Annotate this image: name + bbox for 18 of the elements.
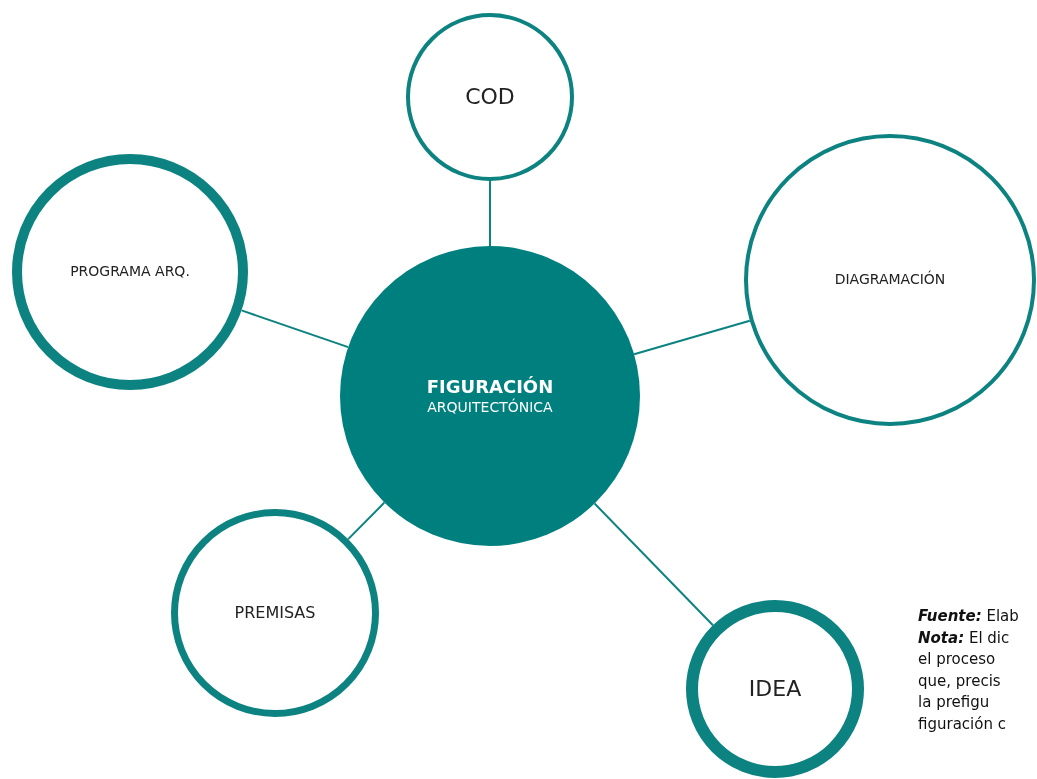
note-text: figuración c [918,713,1006,735]
concept-subtitle: ARQUITECTÓNICA [427,398,553,416]
connector-line [633,319,751,356]
concept-title: PREMISAS [234,603,316,623]
note-text: el proceso [918,649,996,670]
connector-line [593,502,714,627]
note-text: Fuente: Elab [918,606,1019,627]
note-text: la prefigu [918,692,990,713]
note-text: que, precis [918,670,1001,692]
concept-title: PROGRAMA ARQ. [70,263,190,281]
concept-title: COD [465,83,515,111]
concept-title: IDEA [748,675,802,703]
connector-line [347,501,386,541]
concept-title: FIGURACIÓN [426,376,554,398]
note-text: Nota: El dic [918,627,1010,649]
connector-line [489,180,491,247]
concept-title: DIAGRAMACIÓN [834,271,946,289]
connector-line [240,309,350,349]
